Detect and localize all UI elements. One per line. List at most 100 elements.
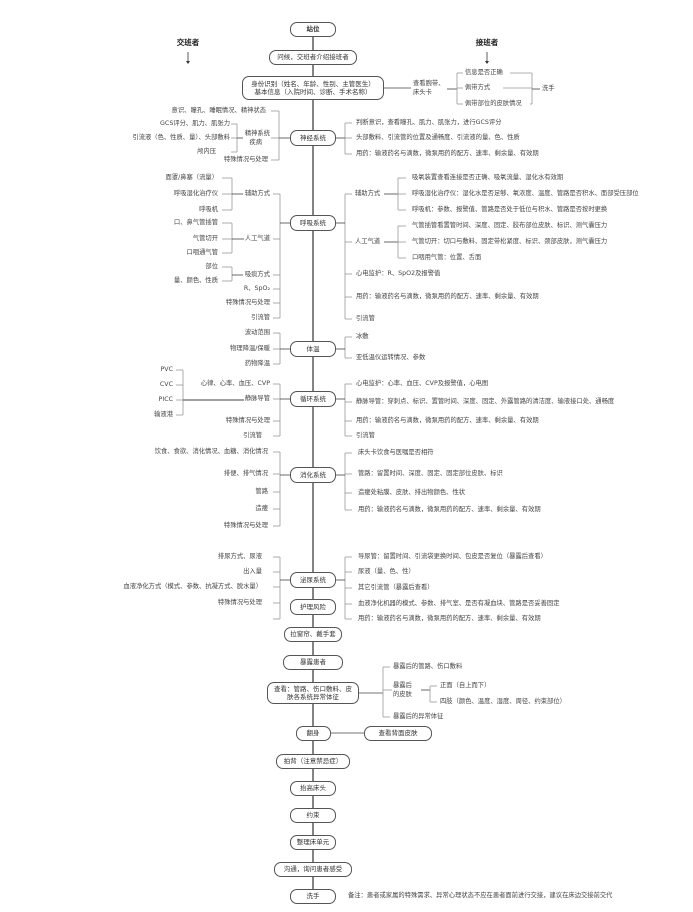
digest-left-0: 饮食、食欲、消化情况、血糖、消化情况: [154, 448, 268, 455]
nursing-risk-label: 护理风险: [300, 603, 326, 611]
digest-left-1: 排便、排气情况: [223, 470, 268, 477]
step-tidy-bed-label: 整理床单元: [296, 838, 330, 846]
step-inspect-label: 查看：管路、伤口敷料、皮: [274, 685, 352, 693]
nursing-risk: 护理风险: [290, 599, 336, 615]
digest-left-2: 管路: [255, 488, 268, 495]
step-raise-bed: 抬高床头: [290, 780, 336, 796]
circ-left-catheter-types-0: PVC: [160, 366, 173, 373]
system-respiratory-label: 呼吸系统: [300, 219, 326, 227]
step-turn: 翻身: [295, 725, 331, 741]
neuro-right-1: 头部敷料、引流管的位置及通畅度、引流液的量、色、性质: [356, 134, 520, 141]
note: 备注：患者或家属的特殊需求、异常心理状态不应在患者面前进行交接，建议在床边交接前…: [348, 892, 613, 899]
check-back-skin-label: 查看背面皮肤: [378, 729, 418, 737]
urine-left-0: 排尿方式、尿液: [217, 553, 262, 560]
system-neuro: 神经系统: [290, 130, 336, 146]
temp-left-2: 药物降温: [244, 360, 270, 367]
step-communicate-label: 沟通，询问患者感受: [283, 865, 343, 873]
system-temperature: 体温: [290, 341, 336, 357]
step-wash-hands-label: 洗手: [306, 892, 320, 900]
exposure-skin2: 的皮肤: [393, 691, 412, 698]
circ-right-2: 用药：输液药名与滴数，微泵用药的配方、速率、剩余量、有效期: [356, 417, 539, 424]
neuro-left-special: 特殊情况与处理: [223, 156, 268, 163]
urine-right-2: 其它引流管（暴露后查看）: [358, 584, 434, 591]
circ-left-catheter: 静脉导管: [244, 395, 270, 402]
urine-left-1: 出入量: [243, 568, 262, 575]
circ-left-catheter-types-2: PICC: [158, 396, 173, 403]
neuro-left-disease-items-1: 引流液（色、性质、量）、头部敷料: [132, 134, 230, 141]
resp-right-aux-items-2: 呼吸机：参数、报警值、管路是否处于低位与积水、管路是否按时更换: [412, 206, 608, 213]
step-tidy-bed: 整理床单元: [290, 834, 336, 850]
resp-left-airway: 人工气道: [244, 235, 270, 242]
identity-check-label1: 查看腕带、: [413, 80, 445, 87]
step-stand-label: 站位: [306, 25, 320, 33]
digest-right-3: 用药：输液药名与滴数，微泵用药的配方、速率、剩余量、有效期: [358, 506, 541, 513]
urine-left-3: 特殊情况与处理: [217, 599, 262, 606]
system-urinary-label: 泌尿系统: [300, 576, 326, 584]
neuro-left-disease2: 疾病: [249, 139, 262, 146]
system-digestive: 消化系统: [290, 467, 336, 483]
roles-receiver: 接班者: [475, 38, 499, 47]
circ-left-vitals: 心律、心率、血压、CVP: [200, 380, 270, 387]
urine-right-3: 血液净化机器的模式、参数、排气室、是否有凝血块、管路是否妥善固定: [358, 600, 560, 607]
circ-right-1: 静脉导管：穿刺点、标识、置管时间、深度、固定、外露管路的清洁度、输液接口处、通畅…: [356, 398, 615, 405]
step-curtain-label: 拉窗帘、戴手套: [290, 630, 336, 638]
resp-right-monitor: 心电监护：R、SpO2及报警值: [356, 270, 441, 277]
resp-left-drain: 引流管: [251, 314, 270, 321]
resp-left-aux-items-2: 呼吸机: [199, 206, 218, 213]
resp-right-aux-items-1: 呼吸湿化治疗仪：湿化水是否足够、氧浓度、温度、管路是否积水、面部受压部位: [412, 190, 639, 197]
step-expose: 暴露患者: [283, 654, 343, 670]
resp-right-aux: 辅助方式: [355, 190, 381, 197]
step-identity-label: 基本信息（入院时间、诊断、手术名称）: [254, 88, 372, 96]
identity-check-wash: 洗手: [542, 85, 555, 92]
resp-left-aux-items-1: 呼吸湿化治疗仪: [173, 190, 218, 197]
digest-right-0: 床头卡饮食与医嘱是否相符: [358, 449, 434, 456]
circ-left-catheter-types-1: CVC: [159, 381, 173, 388]
resp-left-airway-items-2: 口咽通气管: [186, 249, 218, 256]
exposure-skin-items-0: 正面（自上而下）: [440, 682, 491, 689]
step-expose-label: 暴露患者: [300, 658, 326, 666]
circ-left-catheter-types-3: 输液港: [154, 411, 173, 418]
step-curtain: 拉窗帘、戴手套: [284, 626, 342, 642]
neuro-right-0: 判断意识，查看瞳孔、肌力、肌张力，进行GCS评分: [356, 119, 502, 126]
resp-left-aux-items-0: 面罩/鼻塞（流量）: [165, 174, 219, 181]
resp-left-aux: 辅助方式: [244, 190, 270, 197]
step-pat-back-label: 拍背（注意禁忌症）: [283, 757, 343, 765]
step-identity-label: 身份识别（姓名、年龄、性别、主管医生）: [251, 80, 375, 88]
exposure-skin-items-1: 四肢（颜色、温度、湿度、周径、约束部位）: [440, 698, 566, 705]
neuro-right-2: 用药：输液药名与滴数，微泵用药的配方、速率、剩余量、有效期: [356, 150, 539, 157]
temp-left-1: 物理降温/保暖: [230, 345, 270, 352]
circ-left-special: 特殊情况与处理: [225, 417, 270, 424]
digest-left-4: 特殊情况与处理: [223, 522, 268, 529]
circ-right-0: 心电监护：心率、血压、CVP及报警值，心电图: [356, 380, 489, 387]
digest-right-1: 管路：留置时间、深度、固定、固定部位皮肤、标识: [358, 470, 503, 477]
step-pat-back: 拍背（注意禁忌症）: [276, 753, 350, 769]
resp-right-aux-items-0: 吸氧装置查看连接是否正确、吸氧流量、湿化水有效期: [412, 174, 564, 181]
step-restrain: 约束: [290, 807, 336, 823]
resp-left-airway-items-0: 口、鼻气管插管: [173, 219, 218, 226]
resp-left-suction-items-0: 部位: [205, 263, 218, 270]
identity-check-items-0: 信息是否正确: [465, 69, 503, 76]
step-stand: 站位: [290, 21, 336, 37]
system-urinary: 泌尿系统: [290, 572, 336, 588]
identity-check-items-2: 佩带部位的皮肤情况: [465, 100, 522, 107]
step-identity: 身份识别（姓名、年龄、性别、主管医生）基本信息（入院时间、诊断、手术名称）: [242, 76, 384, 100]
identity-check-items-1: 佩带方式: [465, 84, 491, 91]
step-turn-label: 翻身: [306, 729, 320, 737]
resp-left-suction: 吸痰方式: [244, 271, 270, 278]
step-greet-label: 问候，交班者介绍接班者: [277, 53, 349, 61]
digest-left-3: 造瘘: [255, 505, 268, 512]
neuro-left-disease-items-0: GCS评分、肌力、肌张力: [160, 120, 230, 127]
temp-right-0: 冰敷: [356, 333, 369, 340]
step-inspect: 查看：管路、伤口敷料、皮肤各系统异常体征: [267, 682, 359, 704]
arrow-head-icon: [485, 61, 489, 64]
step-wash-hands: 洗手: [290, 888, 336, 904]
exposure-items-0: 暴露后的管路、伤口敷料: [393, 663, 463, 670]
identity-check-label2: 床头卡: [413, 89, 432, 96]
resp-left-special: 特殊情况与处理: [225, 299, 270, 306]
step-restrain-label: 约束: [306, 811, 320, 819]
system-digestive-label: 消化系统: [300, 471, 326, 479]
urine-left-2: 血液净化方式（模式、参数、抗凝方式、脱水量）: [123, 583, 262, 590]
system-circulation-label: 循环系统: [300, 395, 326, 403]
system-respiratory: 呼吸系统: [290, 215, 336, 231]
